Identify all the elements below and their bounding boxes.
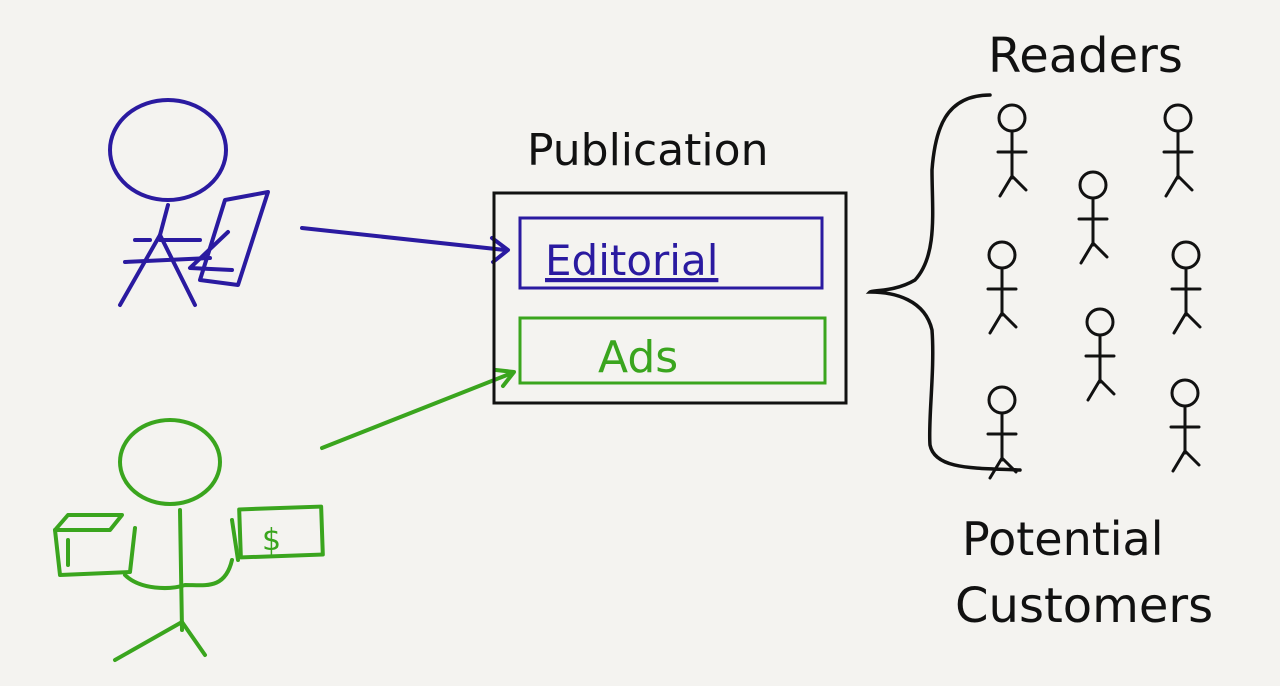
writer-figure-icon bbox=[108, 98, 270, 307]
editorial-label: Editorial bbox=[545, 236, 718, 285]
reader-figure-icon bbox=[986, 385, 1018, 480]
readers-title: Readers bbox=[988, 28, 1183, 84]
reader-figure-icon bbox=[1084, 307, 1116, 402]
reader-figure-icon bbox=[986, 240, 1018, 335]
ads-box bbox=[518, 316, 827, 385]
writer-arrow bbox=[300, 226, 510, 264]
reader-figure-icon bbox=[1170, 240, 1202, 335]
reader-figure-icon bbox=[1162, 103, 1194, 198]
publication-box bbox=[492, 191, 848, 405]
advertiser-arrow bbox=[320, 368, 516, 450]
advertiser-figure-icon bbox=[53, 418, 325, 662]
dollar-sign: $ bbox=[262, 523, 281, 558]
potential-customers-line1: Potential bbox=[962, 512, 1164, 566]
potential-customers-line2: Customers bbox=[955, 578, 1213, 634]
ads-label: Ads bbox=[598, 332, 678, 383]
reader-figure-icon bbox=[1077, 170, 1109, 265]
publication-title: Publication bbox=[527, 125, 768, 176]
reader-figure-icon bbox=[996, 103, 1028, 198]
readers-brace bbox=[865, 93, 1022, 472]
reader-figure-icon bbox=[1169, 378, 1201, 473]
editorial-box bbox=[518, 216, 824, 290]
